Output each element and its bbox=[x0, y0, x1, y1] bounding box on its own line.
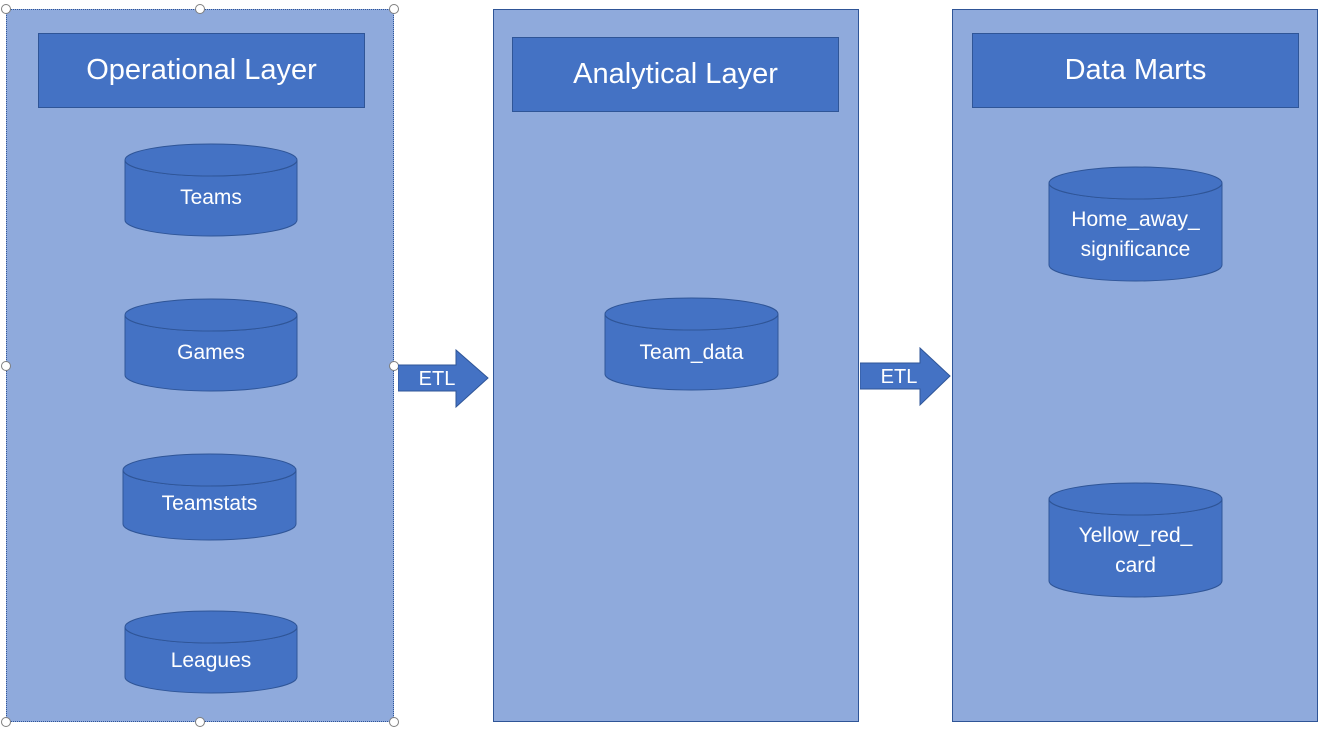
selection-handle-middle-left[interactable] bbox=[1, 361, 11, 371]
store-label-yellow-red-card: Yellow_red_ card bbox=[1048, 521, 1223, 581]
store-label-leagues: Leagues bbox=[124, 646, 298, 676]
selection-handle-bottom-center[interactable] bbox=[195, 717, 205, 727]
store-label-line: significance bbox=[1080, 238, 1191, 261]
store-label-line: Teams bbox=[180, 186, 242, 209]
selection-handle-top-left[interactable] bbox=[1, 4, 11, 14]
store-label-line: Teamstats bbox=[161, 492, 258, 515]
etl-label: ETL bbox=[418, 368, 456, 390]
etl-arrow-analytical-to-marts[interactable] bbox=[860, 347, 952, 407]
database-cylinder-yellow-red-card[interactable] bbox=[1048, 482, 1223, 598]
database-cylinder-leagues[interactable] bbox=[124, 610, 298, 694]
data-marts-title: Data Marts bbox=[972, 33, 1299, 108]
etl-label: ETL bbox=[880, 366, 918, 388]
cylinder-top bbox=[1048, 166, 1223, 200]
database-cylinder-home-away-significance[interactable] bbox=[1048, 166, 1223, 282]
store-label-line: Games bbox=[177, 341, 245, 364]
analytical-layer-title: Analytical Layer bbox=[512, 37, 839, 112]
database-cylinder-team-data[interactable] bbox=[604, 297, 779, 391]
operational-layer-title: Operational Layer bbox=[38, 33, 365, 108]
store-label-line: card bbox=[1115, 554, 1156, 577]
cylinder-top bbox=[122, 453, 297, 487]
selection-handle-bottom-right[interactable] bbox=[389, 717, 399, 727]
store-label-teams: Teams bbox=[124, 183, 298, 213]
store-label-home-away-significance: Home_away_ significance bbox=[1048, 205, 1223, 265]
selection-handle-top-center[interactable] bbox=[195, 4, 205, 14]
store-label-line: Team_data bbox=[639, 341, 744, 364]
etl-arrow-operational-to-analytical[interactable] bbox=[398, 349, 490, 409]
cylinder-top bbox=[124, 143, 298, 177]
store-label-team-data: Team_data bbox=[604, 338, 779, 368]
cylinder-top bbox=[124, 298, 298, 332]
cylinder-top bbox=[124, 610, 298, 644]
database-cylinder-teams[interactable] bbox=[124, 143, 298, 237]
store-label-line: Leagues bbox=[170, 649, 252, 672]
store-label-teamstats: Teamstats bbox=[122, 489, 297, 519]
database-cylinder-games[interactable] bbox=[124, 298, 298, 392]
selection-handle-top-right[interactable] bbox=[389, 4, 399, 14]
store-label-line: Home_away_ bbox=[1071, 208, 1200, 231]
data-marts-panel[interactable] bbox=[952, 9, 1318, 722]
cylinder-top bbox=[1048, 482, 1223, 516]
selection-handle-bottom-left[interactable] bbox=[1, 717, 11, 727]
database-cylinder-teamstats[interactable] bbox=[122, 453, 297, 541]
store-label-games: Games bbox=[124, 338, 298, 368]
store-label-line: Yellow_red_ bbox=[1078, 524, 1193, 547]
cylinder-top bbox=[604, 297, 779, 331]
